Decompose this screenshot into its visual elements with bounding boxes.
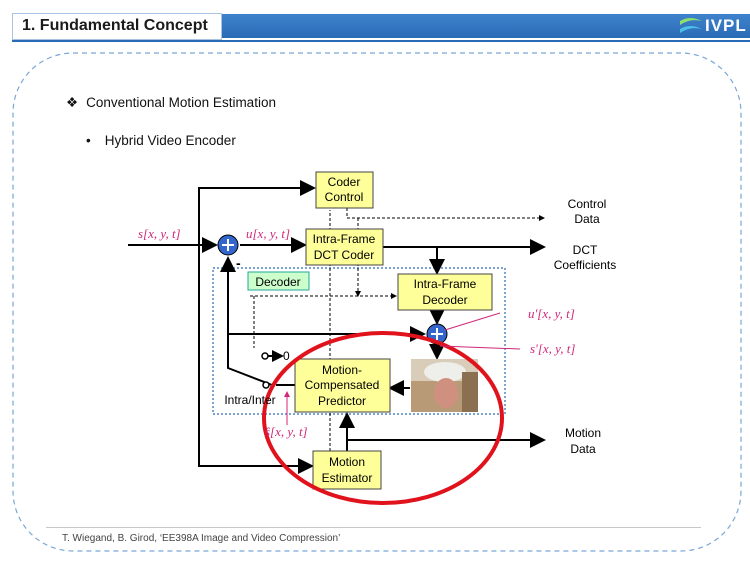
header-underline <box>12 40 750 42</box>
slide-title: 1. Fundamental Concept <box>22 17 208 34</box>
signal-s: s[x, y, t] <box>138 226 181 241</box>
mcp-label-1: Motion- <box>322 363 362 377</box>
bullet-conventional-me: ❖ Conventional Motion Estimation <box>66 95 276 111</box>
decoder-region <box>212 267 506 415</box>
switch-to-sub <box>220 256 273 386</box>
control-data-label-2: Data <box>574 212 600 226</box>
content-frame <box>12 52 742 552</box>
control-data-label-1: Control <box>568 197 607 211</box>
me-label-1: Motion <box>329 455 365 469</box>
header-bar <box>222 14 750 38</box>
signal-s-hat: ŝ[x, y, t] <box>265 424 308 439</box>
intra-decoder-block <box>397 273 493 311</box>
intra-decoder-label-1: Intra-Frame <box>414 277 477 291</box>
intra-coder-label-2: DCT Coder <box>314 248 374 262</box>
intra-coder-label-1: Intra-Frame <box>313 232 376 246</box>
coder-control-block <box>315 171 374 209</box>
title-box <box>12 13 222 40</box>
mcp-label-2: Compensated <box>305 378 380 392</box>
bullet-hybrid-encoder: • Hybrid Video Encoder <box>86 133 236 148</box>
coder-control-label-2: Control <box>325 190 364 204</box>
logo-icon <box>680 18 702 33</box>
mcp-label-3: Predictor <box>318 394 366 408</box>
footer-divider <box>46 527 701 528</box>
intra-decoder-label-2: Decoder <box>422 293 467 307</box>
intra-dct-coder-block <box>305 228 384 266</box>
bullet-marker-dot: • <box>86 133 91 148</box>
me-label-2: Estimator <box>322 471 373 485</box>
signal-s-prime: s'[x, y, t] <box>530 341 575 356</box>
to-motion-estimator <box>198 245 314 474</box>
bullet-text: Conventional Motion Estimation <box>86 95 276 110</box>
decoder-label: Decoder <box>255 275 300 289</box>
decoder-label-box <box>247 271 310 291</box>
mc-predictor-block <box>294 358 391 413</box>
highlight-ellipse <box>262 331 504 505</box>
motion-estimator-block <box>312 450 382 490</box>
signal-u: u[x, y, t] <box>246 226 290 241</box>
motion-data-label-2: Data <box>570 442 596 456</box>
minus-label: - <box>236 255 241 271</box>
reference-frame-thumbnail <box>411 359 478 412</box>
bullet-marker-diamond: ❖ <box>66 95 79 110</box>
signal-u-prime: u'[x, y, t] <box>528 306 575 321</box>
footer-citation: T. Wiegand, B. Girod, ‘EE398A Image and … <box>62 533 341 544</box>
coder-control-label-1: Coder <box>328 175 361 189</box>
motion-data-label-1: Motion <box>565 426 601 440</box>
logo-text: IVPL <box>705 16 747 35</box>
intra-inter-label: Intra/Inter <box>224 393 275 407</box>
dct-label-2: Coefficients <box>554 258 616 272</box>
to-coder-control <box>198 180 316 245</box>
bullet-text: Hybrid Video Encoder <box>104 133 236 148</box>
dct-label-1: DCT <box>573 243 598 257</box>
zero-label: 0 <box>283 349 290 363</box>
